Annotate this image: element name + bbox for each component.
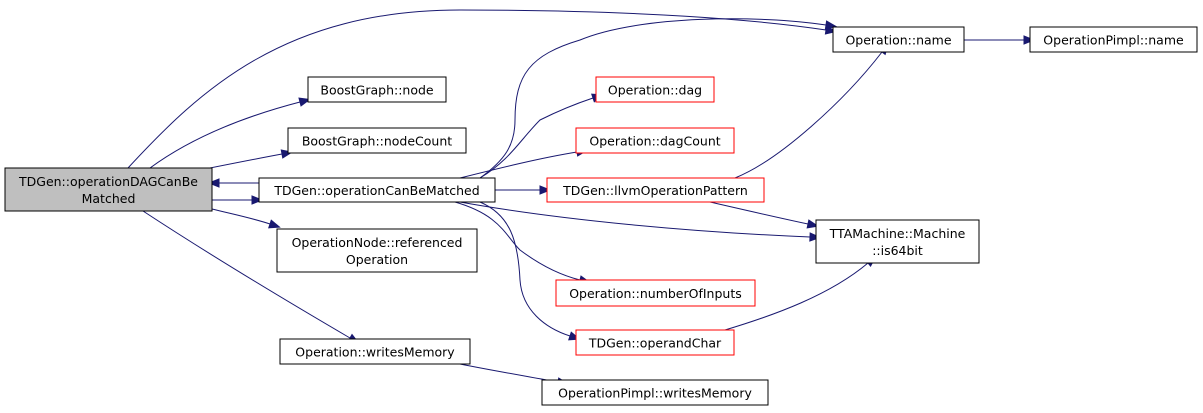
node-box [595, 76, 715, 103]
edge-line [459, 201, 811, 238]
arrow-head [298, 97, 311, 107]
node-label: TDGen::operationCanBeMatched [273, 183, 479, 198]
node-operandChar[interactable]: TDGen::operandChar [575, 329, 735, 356]
node-box [276, 228, 478, 273]
node-box [541, 379, 769, 406]
node-opName[interactable]: Operation::name [832, 26, 965, 53]
node-label: Operation::dagCount [589, 133, 720, 148]
edge-llvmPattern-to-opName [734, 43, 889, 179]
node-box [546, 177, 765, 203]
edge-line [734, 51, 883, 179]
edge-line [479, 97, 594, 179]
node-opDag[interactable]: Operation::dag [595, 76, 715, 103]
node-label: Operation::writesMemory [295, 344, 455, 359]
node-boostNode[interactable]: BoostGraph::node [307, 76, 447, 103]
node-box [575, 329, 735, 356]
node-operationCanBeMatched[interactable]: TDGen::operationCanBeMatched [258, 177, 496, 203]
arrow-head [1023, 35, 1036, 45]
arrow-head [207, 178, 220, 188]
edge-line [709, 201, 809, 225]
node-label: Operation [346, 252, 408, 267]
arrow-head [539, 185, 552, 195]
node-label: OperationPimpl::writesMemory [558, 385, 752, 400]
edge-line [454, 201, 581, 281]
node-boostNodeCount[interactable]: BoostGraph::nodeCount [287, 127, 467, 154]
node-label: TDGen::operationDAGCanBe [18, 174, 198, 189]
node-box [307, 76, 447, 103]
node-opDagCount[interactable]: Operation::dagCount [575, 127, 735, 154]
edge-operationCanBeMatched-to-is64bit [459, 201, 822, 242]
arrow-head [809, 232, 822, 242]
edge-llvmPattern-to-is64bit [709, 201, 820, 229]
node-numInputs[interactable]: Operation::numberOfInputs [555, 279, 756, 307]
edge-line [142, 210, 351, 339]
edges-layer [127, 9, 1036, 387]
node-label: OperationNode::referenced [292, 235, 463, 250]
node-label: BoostGraph::node [320, 82, 434, 97]
edge-line [211, 208, 271, 225]
node-label: BoostGraph::nodeCount [302, 133, 452, 148]
edge-root-to-opNodeRef [211, 208, 281, 229]
edge-root-to-boostNode [149, 97, 311, 169]
node-writesMemory[interactable]: Operation::writesMemory [279, 338, 471, 365]
node-box [815, 219, 980, 264]
edge-operationCanBeMatched-to-root [207, 178, 259, 188]
node-label: ::is64bit [872, 243, 923, 258]
edge-line [459, 363, 559, 383]
arrow-head [268, 219, 281, 229]
node-label: TTAMachine::Machine [829, 226, 966, 241]
node-box [575, 127, 735, 154]
edge-line [479, 201, 571, 337]
edge-root-to-operationCanBeMatched [212, 195, 264, 205]
node-pimplName[interactable]: OperationPimpl::name [1029, 26, 1198, 53]
node-is64bit[interactable]: TTAMachine::Machine::is64bit [815, 219, 980, 264]
node-box [1029, 26, 1198, 53]
edge-operationCanBeMatched-to-llvmPattern [495, 185, 552, 195]
edge-operationCanBeMatched-to-opDagCount [459, 147, 589, 179]
node-box [258, 177, 496, 203]
arrow-head [806, 219, 820, 229]
edge-opName-to-pimplName [964, 35, 1036, 45]
edge-line [724, 262, 869, 331]
edge-operationCanBeMatched-to-operandChar [479, 201, 581, 341]
node-label: Operation::numberOfInputs [569, 286, 742, 301]
node-box [287, 127, 467, 154]
nodes-layer: TDGen::operationDAGCanBeMatchedTDGen::op… [4, 26, 1198, 406]
node-label: OperationPimpl::name [1043, 32, 1184, 47]
node-box [4, 167, 213, 212]
node-label: Operation::name [845, 32, 951, 47]
edge-line [479, 18, 827, 179]
node-llvmPattern[interactable]: TDGen::llvmOperationPattern [546, 177, 765, 203]
edge-line [127, 9, 827, 169]
node-box [832, 26, 965, 53]
node-label: TDGen::operandChar [588, 335, 722, 350]
node-box [555, 279, 756, 307]
node-label: Matched [82, 191, 136, 206]
arrow-head [251, 195, 264, 205]
edge-line [459, 151, 578, 179]
node-label: Operation::dag [608, 82, 702, 97]
edge-root-to-boostNodeCount [199, 149, 294, 171]
node-label: TDGen::llvmOperationPattern [562, 183, 748, 198]
node-box [279, 338, 471, 365]
edge-line [149, 101, 301, 169]
node-pimplWritesMemory[interactable]: OperationPimpl::writesMemory [541, 379, 769, 406]
